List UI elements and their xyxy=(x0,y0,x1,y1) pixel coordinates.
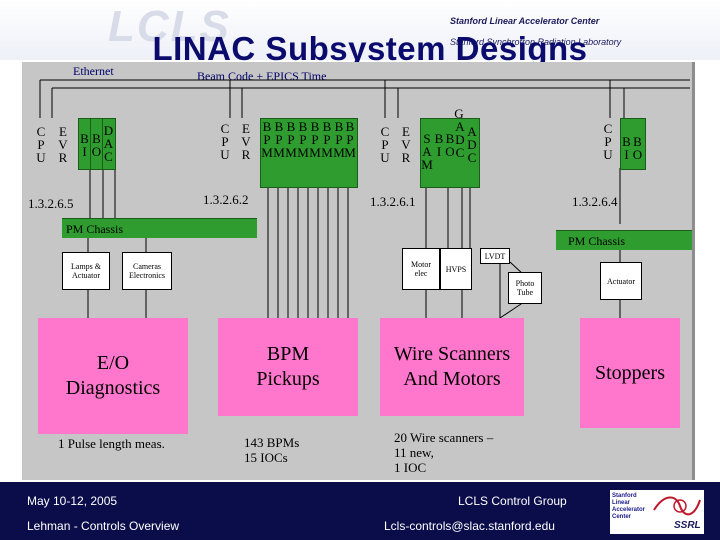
org-line-2: Stanford Synchrotron Radiation Laborator… xyxy=(450,37,622,47)
ssrl-logo-text: SSRL xyxy=(674,520,701,531)
photo-tube-box: Photo Tube xyxy=(508,272,542,304)
diag-dac-card xyxy=(102,118,116,170)
ioc-number-stop: 1.3.2.6.4 xyxy=(572,194,618,209)
lamps-actuator-box: Lamps & Actuator xyxy=(62,252,110,290)
lcls-watermark: LCLS xyxy=(108,2,231,51)
bpm-pickups-box: BPM Pickups xyxy=(218,318,358,416)
pm-chassis-left: PM Chassis xyxy=(62,218,257,238)
cameras-electronics-box: Cameras Electronics xyxy=(122,252,172,290)
diag-note: 1 Pulse length meas. xyxy=(58,436,165,451)
pm-chassis-left-label: PM Chassis xyxy=(66,222,124,236)
footer-group: LCLS Control Group xyxy=(458,494,567,508)
wire-scanners-box: Wire Scanners And Motors xyxy=(380,318,524,416)
motor-electronics-box: Motor elec xyxy=(402,248,440,290)
ethernet-label: Ethernet xyxy=(73,64,114,78)
wire-gadc-card: G xyxy=(454,106,464,121)
bpm-card-group xyxy=(260,118,358,188)
bpm-note: 143 BPMs 15 IOCs xyxy=(244,435,300,465)
stoppers-box: Stoppers xyxy=(580,318,680,428)
actuator-box: Actuator xyxy=(600,262,642,300)
footer-talk: Lehman - Controls Overview xyxy=(27,519,180,533)
stop-card-group xyxy=(620,118,646,170)
wire-note: 20 Wire scanners – 11 new, 1 IOC xyxy=(394,430,494,475)
footer-email: Lcls-controls@slac.stanford.edu xyxy=(384,519,555,533)
org-line-1: Stanford Linear Accelerator Center xyxy=(450,16,600,26)
pm-chassis-right: PM Chassis xyxy=(556,230,692,250)
wire-card-group xyxy=(420,118,480,188)
ioc-number-bpm: 1.3.2.6.2 xyxy=(203,192,249,207)
footer-bar xyxy=(0,482,720,540)
ioc-number-diag: 1.3.2.6.5 xyxy=(28,196,74,211)
pm-chassis-right-label: PM Chassis xyxy=(568,234,626,248)
header-band xyxy=(0,0,720,60)
footer-date: May 10-12, 2005 xyxy=(27,494,118,508)
slide-title: LINAC Subsystem Designs xyxy=(152,30,588,67)
slac-logo-icon xyxy=(653,496,701,516)
lvdt-box: LVDT xyxy=(480,248,510,264)
ioc-number-wire: 1.3.2.6.1 xyxy=(370,194,416,209)
hvps-box: HVPS xyxy=(440,248,472,290)
eo-diagnostics-box: E/O Diagnostics xyxy=(38,318,188,434)
